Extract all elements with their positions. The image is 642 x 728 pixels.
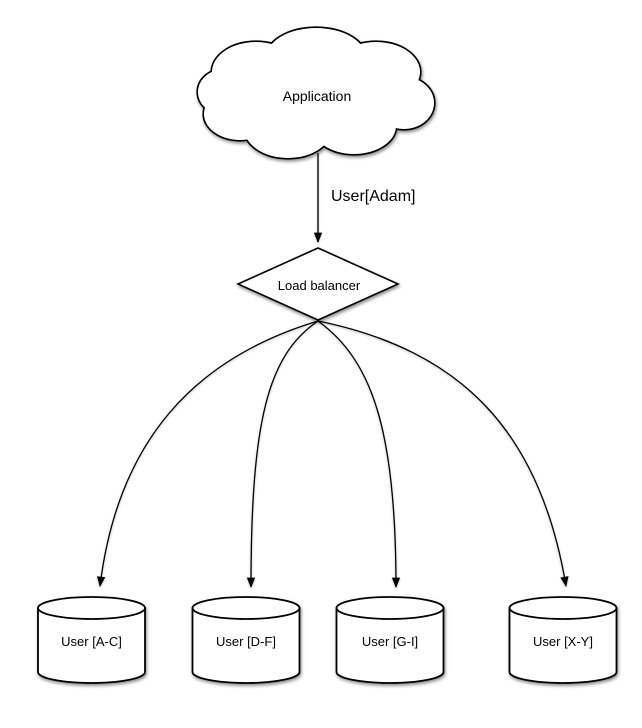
shard-label: User [G-I] [362, 634, 418, 649]
shard-cylinder-g-i: User [G-I] [335, 596, 445, 684]
cylinder-body [37, 607, 146, 684]
shard-cylinder-x-y: User [X-Y] [508, 596, 618, 684]
shard-cylinder-a-c: User [A-C] [37, 596, 146, 684]
shard-label: User [D-F] [216, 634, 276, 649]
edge-lb-to-shard-d-f [246, 320, 319, 589]
cylinder-top [508, 596, 618, 620]
shard-label: User [A-C] [61, 634, 122, 649]
load-balancer-node: Load balancer [236, 247, 400, 321]
cylinder-top [37, 596, 146, 620]
cloud-fill [234, 44, 394, 144]
edge-app-to-lb-label: User[Adam] [331, 188, 415, 205]
edge-lb-to-shard-g-i [317, 320, 401, 589]
load-balancer-diamond-shape [236, 247, 400, 321]
edge-lb-to-shard-x-y [317, 320, 569, 588]
edge-lb-to-shard-a-c [97, 320, 319, 588]
load-balancer-label: Load balancer [278, 278, 361, 293]
cylinder-top [191, 596, 301, 620]
cylinder-body [335, 607, 445, 684]
cylinder-top [335, 596, 445, 620]
application-cloud-node: Application [196, 26, 436, 160]
edge-group [97, 153, 569, 589]
cloud-shape [196, 26, 436, 160]
shard-cylinder-d-f: User [D-F] [191, 596, 301, 684]
shard-label: User [X-Y] [533, 634, 593, 649]
application-label: Application [283, 88, 352, 104]
cylinder-body [191, 607, 301, 684]
cylinder-body [508, 607, 618, 684]
cloud-fill [198, 70, 246, 114]
